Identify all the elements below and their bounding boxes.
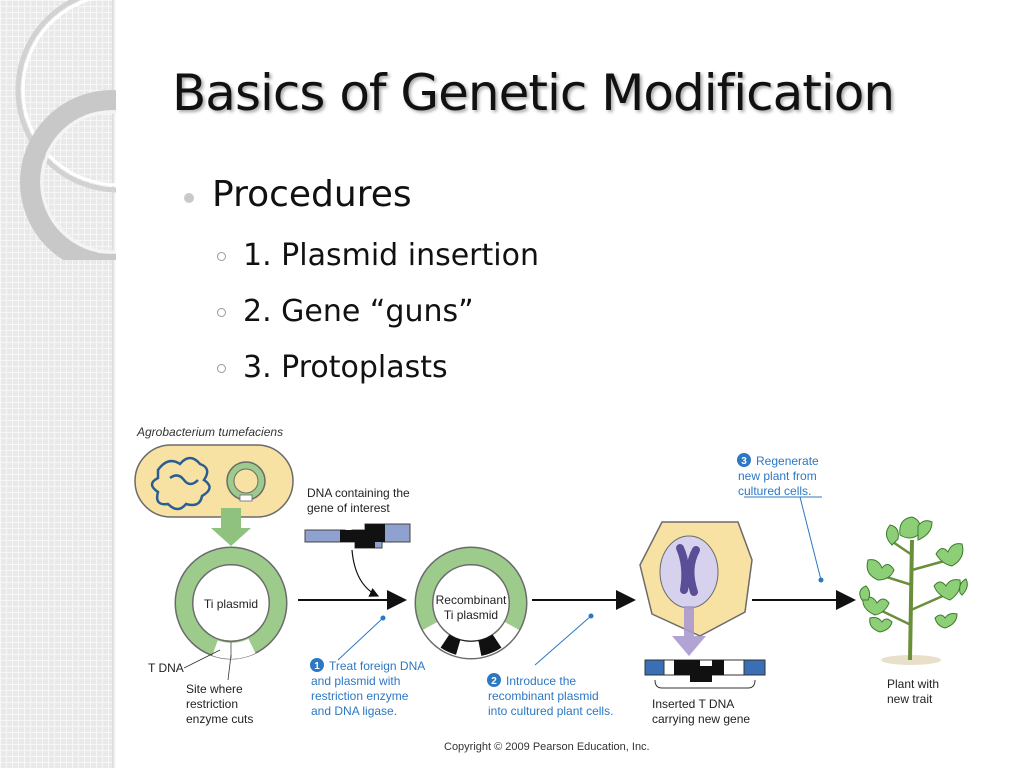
sub-bullet-protoplasts: 3. Protoplasts	[243, 350, 448, 385]
svg-text:2: 2	[491, 676, 497, 687]
purple-arrow	[672, 606, 706, 656]
step2-line-1: Introduce the	[506, 674, 576, 688]
step1-line-3: restriction enzyme	[311, 689, 409, 703]
site-label-1: Site where	[186, 682, 243, 696]
plant-label-1: Plant with	[887, 677, 939, 691]
plant-label-2: new trait	[887, 692, 933, 706]
sidebar-ring-decoration	[15, 0, 200, 260]
plant-cell-icon	[639, 521, 753, 637]
bacterium-cell-icon	[134, 444, 294, 518]
bullet-procedures: Procedures	[212, 174, 412, 215]
sidebar-edge	[112, 0, 116, 768]
inserted-dna-strand	[644, 659, 766, 682]
step1-pointer	[337, 617, 384, 661]
svg-text:1: 1	[314, 661, 320, 672]
site-label-2: restriction	[186, 697, 238, 711]
organism-label: Agrobacterium tumefaciens	[136, 425, 283, 439]
slide-title: Basics of Genetic Modification	[172, 64, 895, 122]
recombinant-plasmid-ring	[414, 546, 528, 660]
step3-badge	[737, 453, 751, 467]
step3-pointer	[799, 496, 822, 581]
chromosome-icon	[676, 544, 700, 596]
recombinant-label-2: Ti plasmid	[444, 608, 498, 622]
dna-label-2: gene of interest	[307, 501, 390, 515]
dna-label-1: DNA containing the	[307, 486, 410, 500]
inserted-label-2: carrying new gene	[652, 712, 750, 726]
inserted-bracket	[654, 679, 756, 689]
sub-bullet-ring-icon	[217, 364, 226, 373]
step2-badge	[487, 673, 501, 687]
dna-arrow	[351, 549, 380, 597]
step1-line-2: and plasmid with	[311, 674, 400, 688]
inserted-label-1: Inserted T DNA	[652, 697, 734, 711]
copyright-notice: Copyright © 2009 Pearson Education, Inc.	[444, 741, 650, 753]
down-arrow	[211, 508, 251, 546]
recombinant-label-1: Recombinant	[436, 593, 507, 607]
sub-bullet-ring-icon	[217, 252, 226, 261]
step1-badge	[310, 658, 324, 672]
sub-bullet-gene-guns: 2. Gene “guns”	[243, 294, 474, 329]
ti-plasmid-label: Ti plasmid	[204, 597, 258, 611]
step1-line-1: Treat foreign DNA	[329, 659, 425, 673]
step2-pointer	[534, 615, 592, 666]
sub-bullet-ring-icon	[217, 308, 226, 317]
ti-plasmid-ring	[174, 546, 288, 660]
site-label-3: enzyme cuts	[186, 712, 253, 726]
bullet-dot-icon	[184, 193, 194, 203]
step1-line-4: and DNA ligase.	[311, 704, 397, 718]
step3-line-2: new plant from	[738, 469, 817, 483]
sub-bullet-plasmid: 1. Plasmid insertion	[243, 238, 539, 273]
step2-line-2: recombinant plasmid	[488, 689, 599, 703]
step3-line-1: Regenerate	[756, 454, 819, 468]
foreign-dna-strand	[304, 523, 411, 549]
step3-line-3: cultured cells.	[738, 484, 811, 498]
plant-icon	[859, 516, 968, 665]
svg-text:3: 3	[741, 456, 747, 467]
t-dna-label: T DNA	[148, 661, 184, 675]
step2-line-3: into cultured plant cells.	[488, 704, 613, 718]
